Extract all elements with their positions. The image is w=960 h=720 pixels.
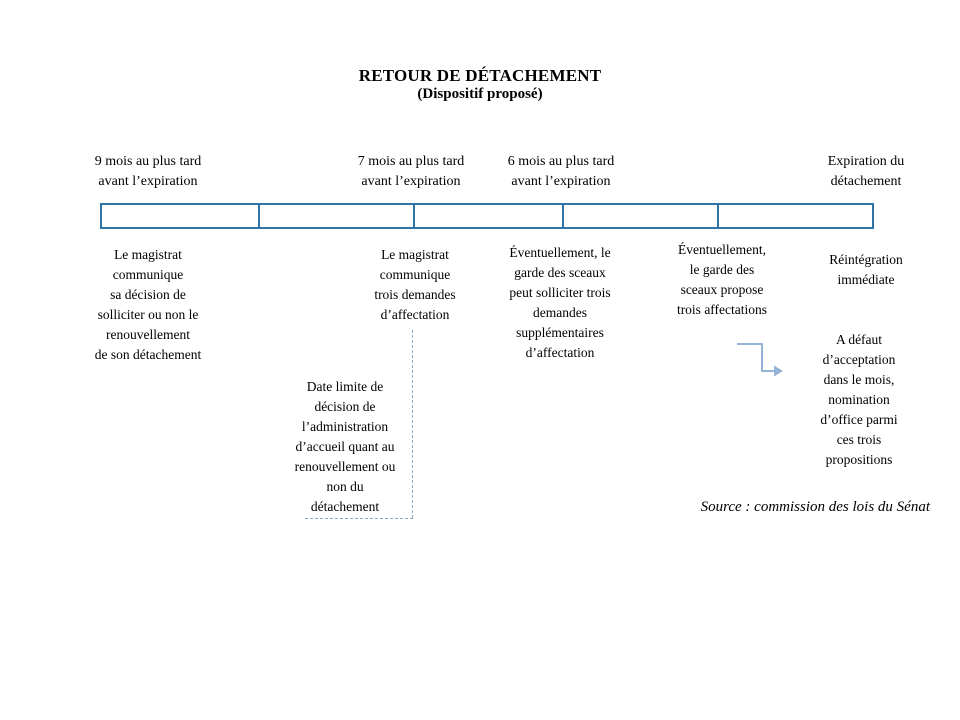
step-three-requests: Le magistrat communique trois demandes d…: [374, 247, 456, 322]
dashed-connector-horizontal: [305, 518, 413, 519]
timeline-segment-divider: [717, 205, 719, 227]
milestone-label-6-months: 6 mois au plus tard avant l’expiration: [507, 154, 615, 189]
step-immediate-reintegration: Réintégration immédiate: [829, 252, 903, 287]
milestone-label-9-months: 9 mois au plus tard avant l’expiration: [94, 154, 202, 189]
source-caption: Source : commission des lois du Sénat: [700, 499, 930, 515]
diagram-title: RETOUR DE DÉTACHEMENT: [358, 66, 602, 85]
step-magistrate-decision: Le magistrat communique sa décision de s…: [94, 247, 202, 362]
step-three-appointments: Éventuellement, le garde des sceaux prop…: [676, 242, 768, 317]
timeline-segment-divider: [413, 205, 415, 227]
timeline-segment-divider: [562, 205, 564, 227]
note-default-appointment: A défaut d’acceptation dans le mois, nom…: [820, 332, 898, 467]
milestone-label-7-months: 7 mois au plus tard avant l’expiration: [357, 154, 465, 189]
elbow-arrow-icon: [737, 343, 783, 377]
diagram-title-block: RETOUR DE DÉTACHEMENT (Dispositif propos…: [0, 66, 960, 103]
milestone-label-expiration: Expiration du détachement: [827, 154, 905, 189]
note-admin-deadline: Date limite de décision de l’administrat…: [294, 379, 396, 514]
step-additional-requests: Éventuellement, le garde des sceaux peut…: [509, 245, 611, 360]
dashed-connector-vertical: [412, 330, 413, 518]
diagram-subtitle: (Dispositif proposé): [417, 86, 543, 102]
timeline-bar: [100, 203, 874, 229]
timeline-segment-divider: [258, 205, 260, 227]
